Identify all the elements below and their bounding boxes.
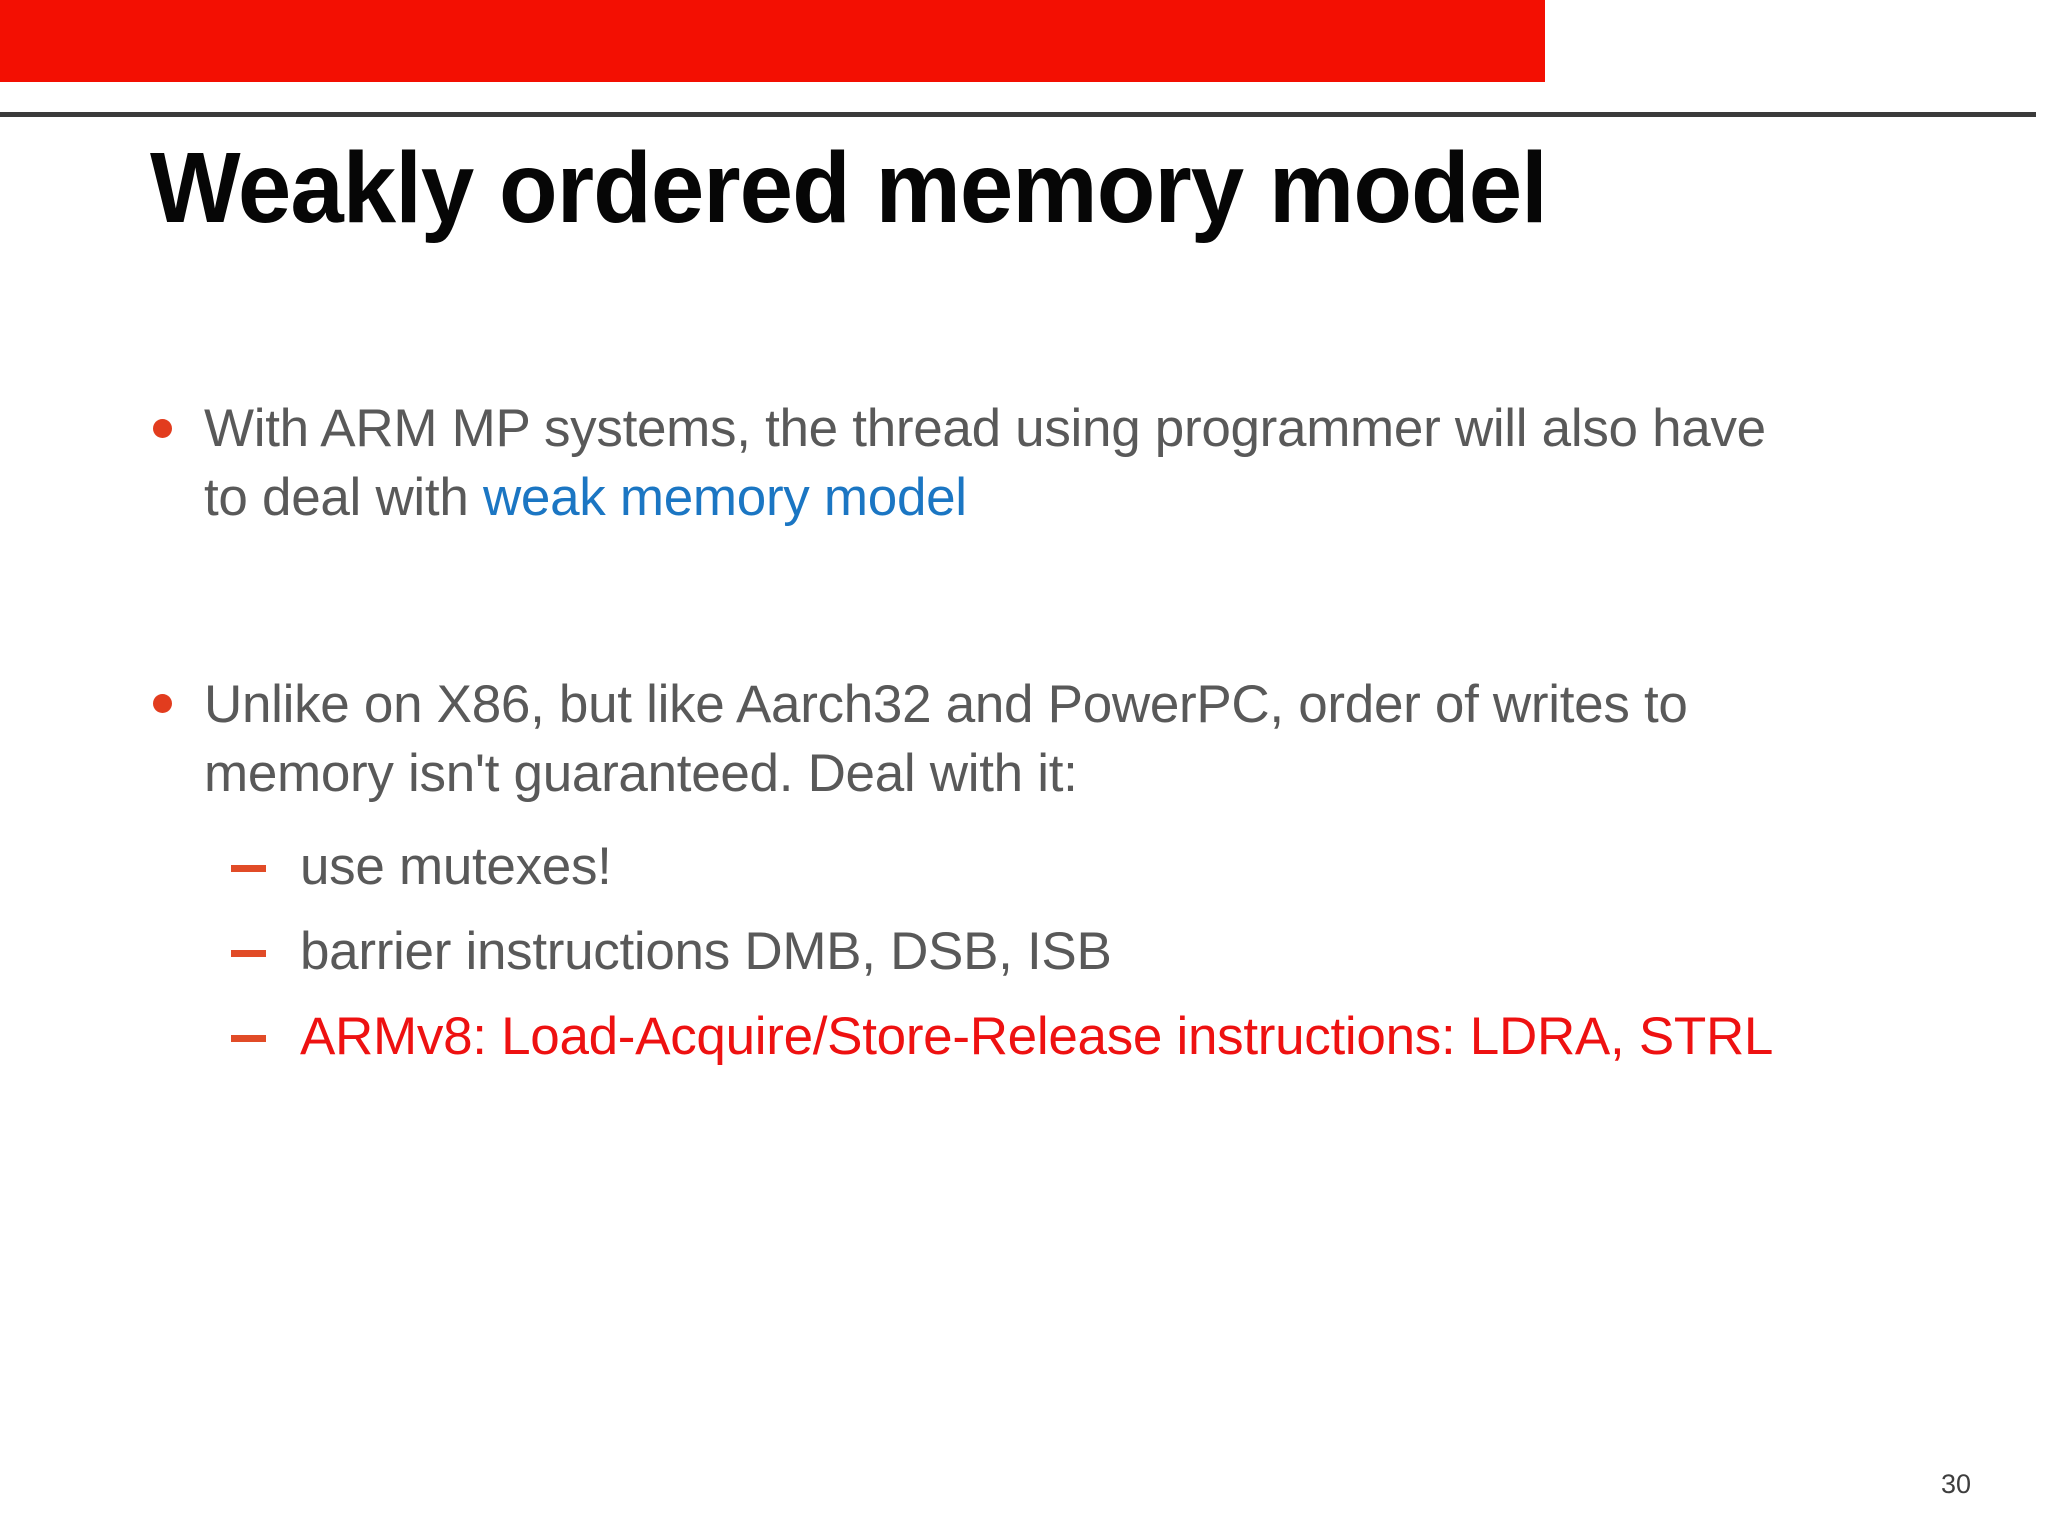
sub-bullet-item: use mutexes! (231, 836, 612, 898)
sub-bullet-text: use mutexes! (300, 837, 612, 896)
red-top-bar (0, 0, 1545, 82)
sub-bullet-text: barrier instructions DMB, DSB, ISB (300, 922, 1112, 981)
bullet-item-2: Unlike on X86, but like Aarch32 and Powe… (204, 670, 1688, 808)
bullet-1-line-1: With ARM MP systems, the thread using pr… (204, 399, 1766, 458)
dash-icon (231, 865, 266, 872)
dash-icon (231, 950, 266, 957)
weak-memory-model-link-text: weak memory model (482, 468, 967, 527)
bullet-dot-icon (153, 694, 172, 713)
slide-title: Weakly ordered memory model (150, 132, 1548, 244)
dash-icon (231, 1035, 266, 1042)
bullet-1-line-2-text: to deal with (204, 468, 483, 527)
page-number: 30 (1941, 1469, 1972, 1499)
bullet-2-line-2: memory isn't guaranteed. Deal with it: (204, 744, 1078, 803)
sub-bullet-item: barrier instructions DMB, DSB, ISB (231, 921, 1112, 983)
sub-bullet-item: ARMv8: Load-Acquire/Store-Release instru… (231, 1006, 1773, 1068)
sub-bullet-text-armv8: ARMv8: Load-Acquire/Store-Release instru… (300, 1007, 1774, 1066)
bullet-1-line-2: to deal with weak memory model (204, 463, 1766, 532)
bullet-dot-icon (153, 419, 172, 438)
header-divider-line (0, 112, 2036, 117)
bullet-item-1: With ARM MP systems, the thread using pr… (204, 394, 1766, 532)
bullet-2-line-1: Unlike on X86, but like Aarch32 and Powe… (204, 675, 1688, 734)
